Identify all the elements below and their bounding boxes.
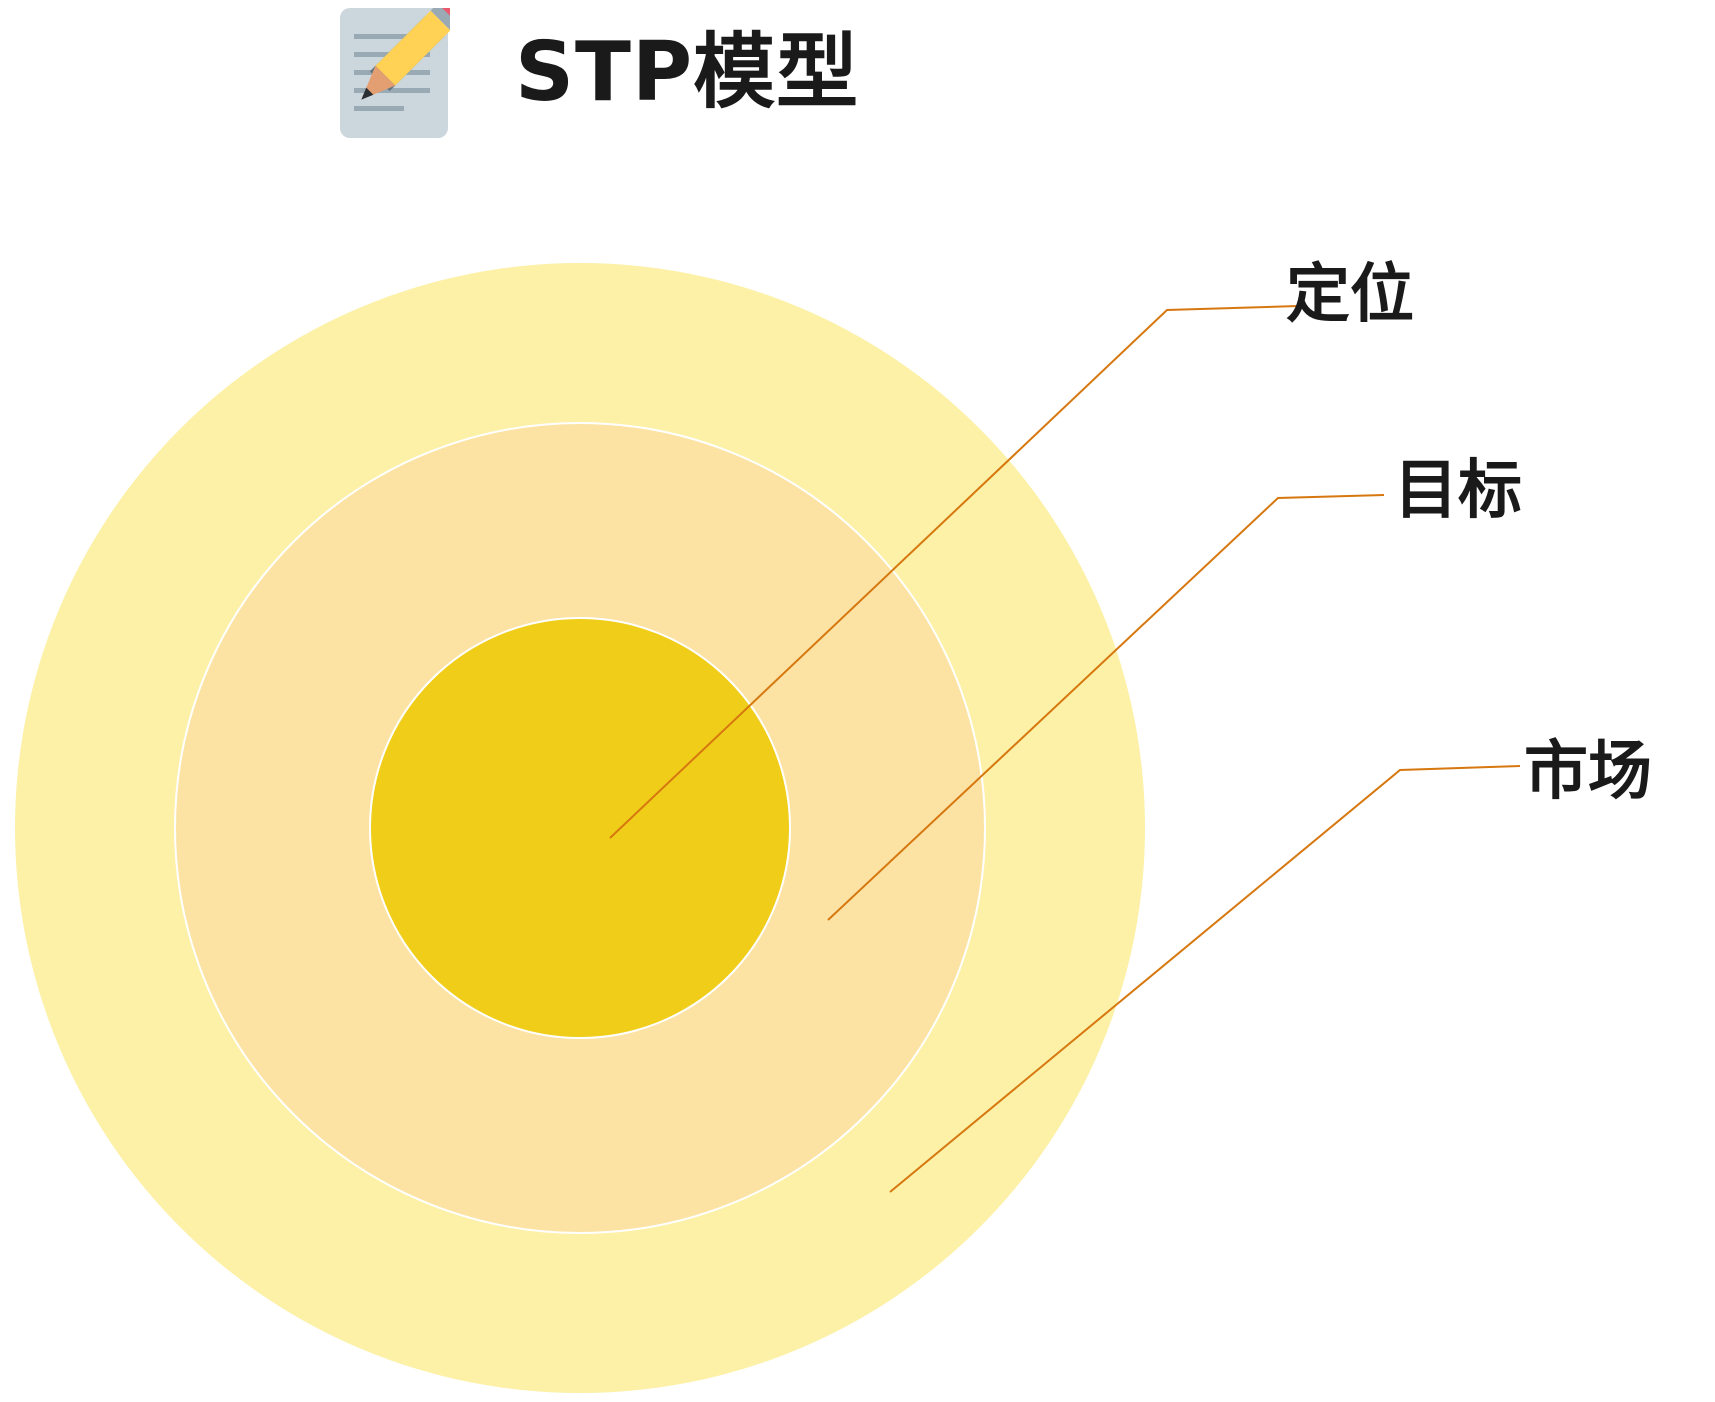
positioning-label: 定位: [1286, 258, 1414, 332]
positioning-leader-line: [609, 305, 1299, 839]
market-leader-line: [889, 765, 1521, 1193]
header: STP模型: [340, 8, 859, 138]
target-leader-line: [827, 494, 1385, 921]
positioning-core: [369, 617, 791, 1039]
target-label: 目标: [1394, 454, 1522, 528]
memo-pencil-icon: [340, 8, 450, 138]
page-title: STP模型: [515, 25, 860, 120]
market-label: 市场: [1524, 735, 1652, 809]
